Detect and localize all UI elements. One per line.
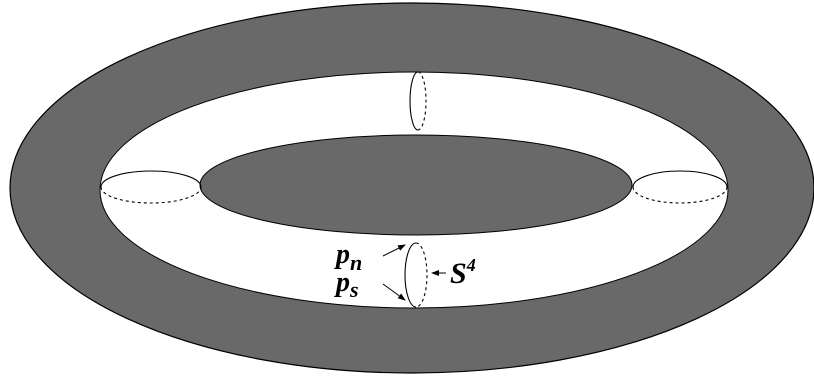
inner-hole — [199, 134, 633, 236]
label-pn: pn — [334, 239, 362, 275]
cross-section-right — [632, 170, 728, 204]
label-s4-sup: 4 — [466, 255, 476, 275]
cross-section-top — [409, 71, 427, 131]
label-ps-base: p — [334, 267, 350, 298]
cross-section-left — [100, 170, 202, 204]
label-pn-base: p — [334, 239, 350, 270]
label-s4-base: S — [450, 257, 467, 290]
arrow-pn — [382, 244, 406, 257]
cross-section-bottom — [404, 242, 428, 308]
label-pn-sub: n — [350, 250, 362, 275]
label-ps: ps — [334, 267, 359, 302]
label-s4: S4 — [450, 255, 476, 290]
label-ps-sub: s — [349, 277, 359, 302]
arrow-ps — [382, 283, 406, 301]
